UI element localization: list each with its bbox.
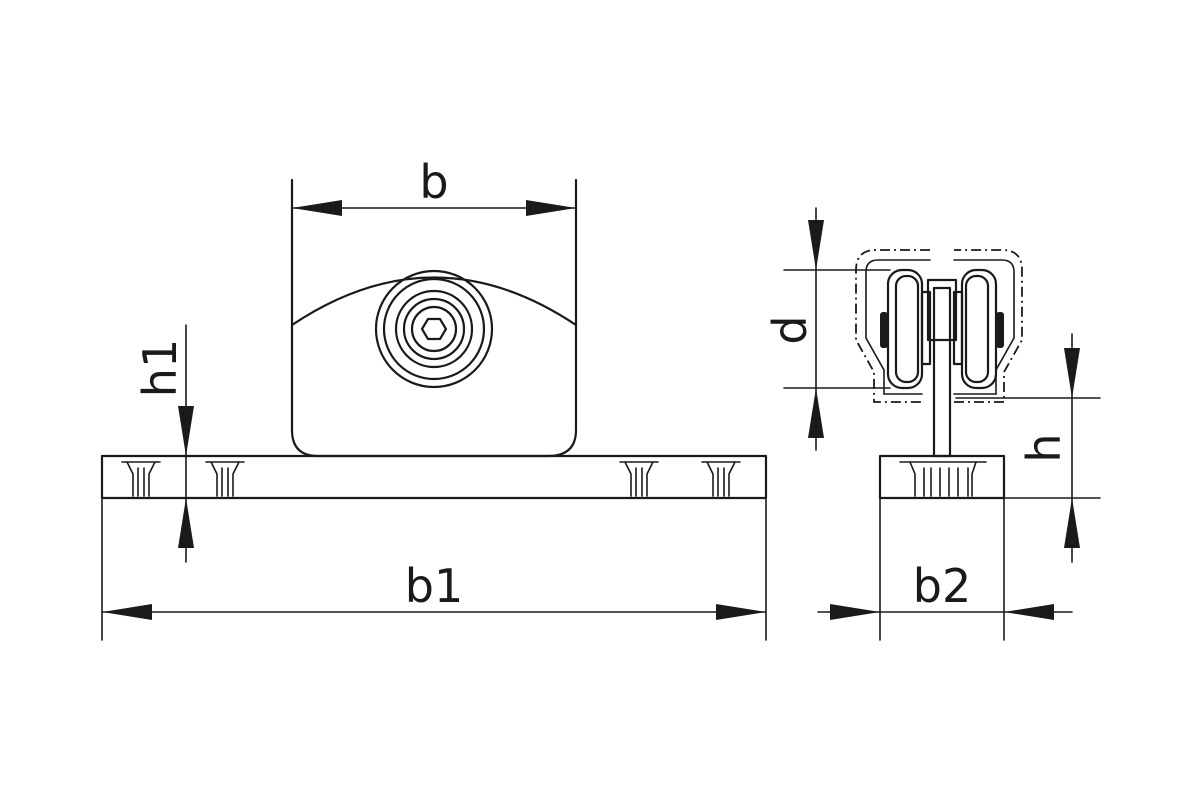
front-mounting-holes: [121, 461, 741, 497]
side-right-roller: [952, 268, 1004, 390]
label-b1: b1: [405, 559, 463, 613]
front-base-plate: [100, 454, 768, 500]
label-d: d: [763, 315, 817, 344]
side-axle: [926, 278, 958, 342]
front-housing-arc: [290, 276, 578, 327]
front-housing: [290, 178, 578, 458]
mounting-hole: [205, 461, 245, 497]
dimension-d: d: [763, 207, 891, 451]
label-b2: b2: [913, 559, 971, 613]
side-rail-outer: [855, 249, 1023, 403]
dimension-b1: b1: [101, 497, 767, 641]
side-rail-inner: [865, 259, 1015, 395]
mounting-hole: [619, 461, 659, 497]
dimension-b: b: [291, 155, 577, 216]
dimension-b2: b2: [817, 497, 1073, 641]
label-h: h: [1017, 433, 1071, 462]
side-left-roller: [880, 268, 932, 390]
front-wheel-hub: [374, 269, 494, 389]
dimension-h1: h1: [133, 324, 194, 563]
label-h1: h1: [133, 339, 187, 397]
side-mounting-holes: [899, 461, 987, 497]
mounting-hole: [701, 461, 741, 497]
label-b: b: [419, 155, 448, 209]
dimension-h: h: [955, 333, 1101, 563]
side-view: [855, 249, 1023, 500]
front-view: [100, 178, 768, 500]
side-stem: [932, 286, 952, 458]
mounting-hole: [121, 461, 161, 497]
